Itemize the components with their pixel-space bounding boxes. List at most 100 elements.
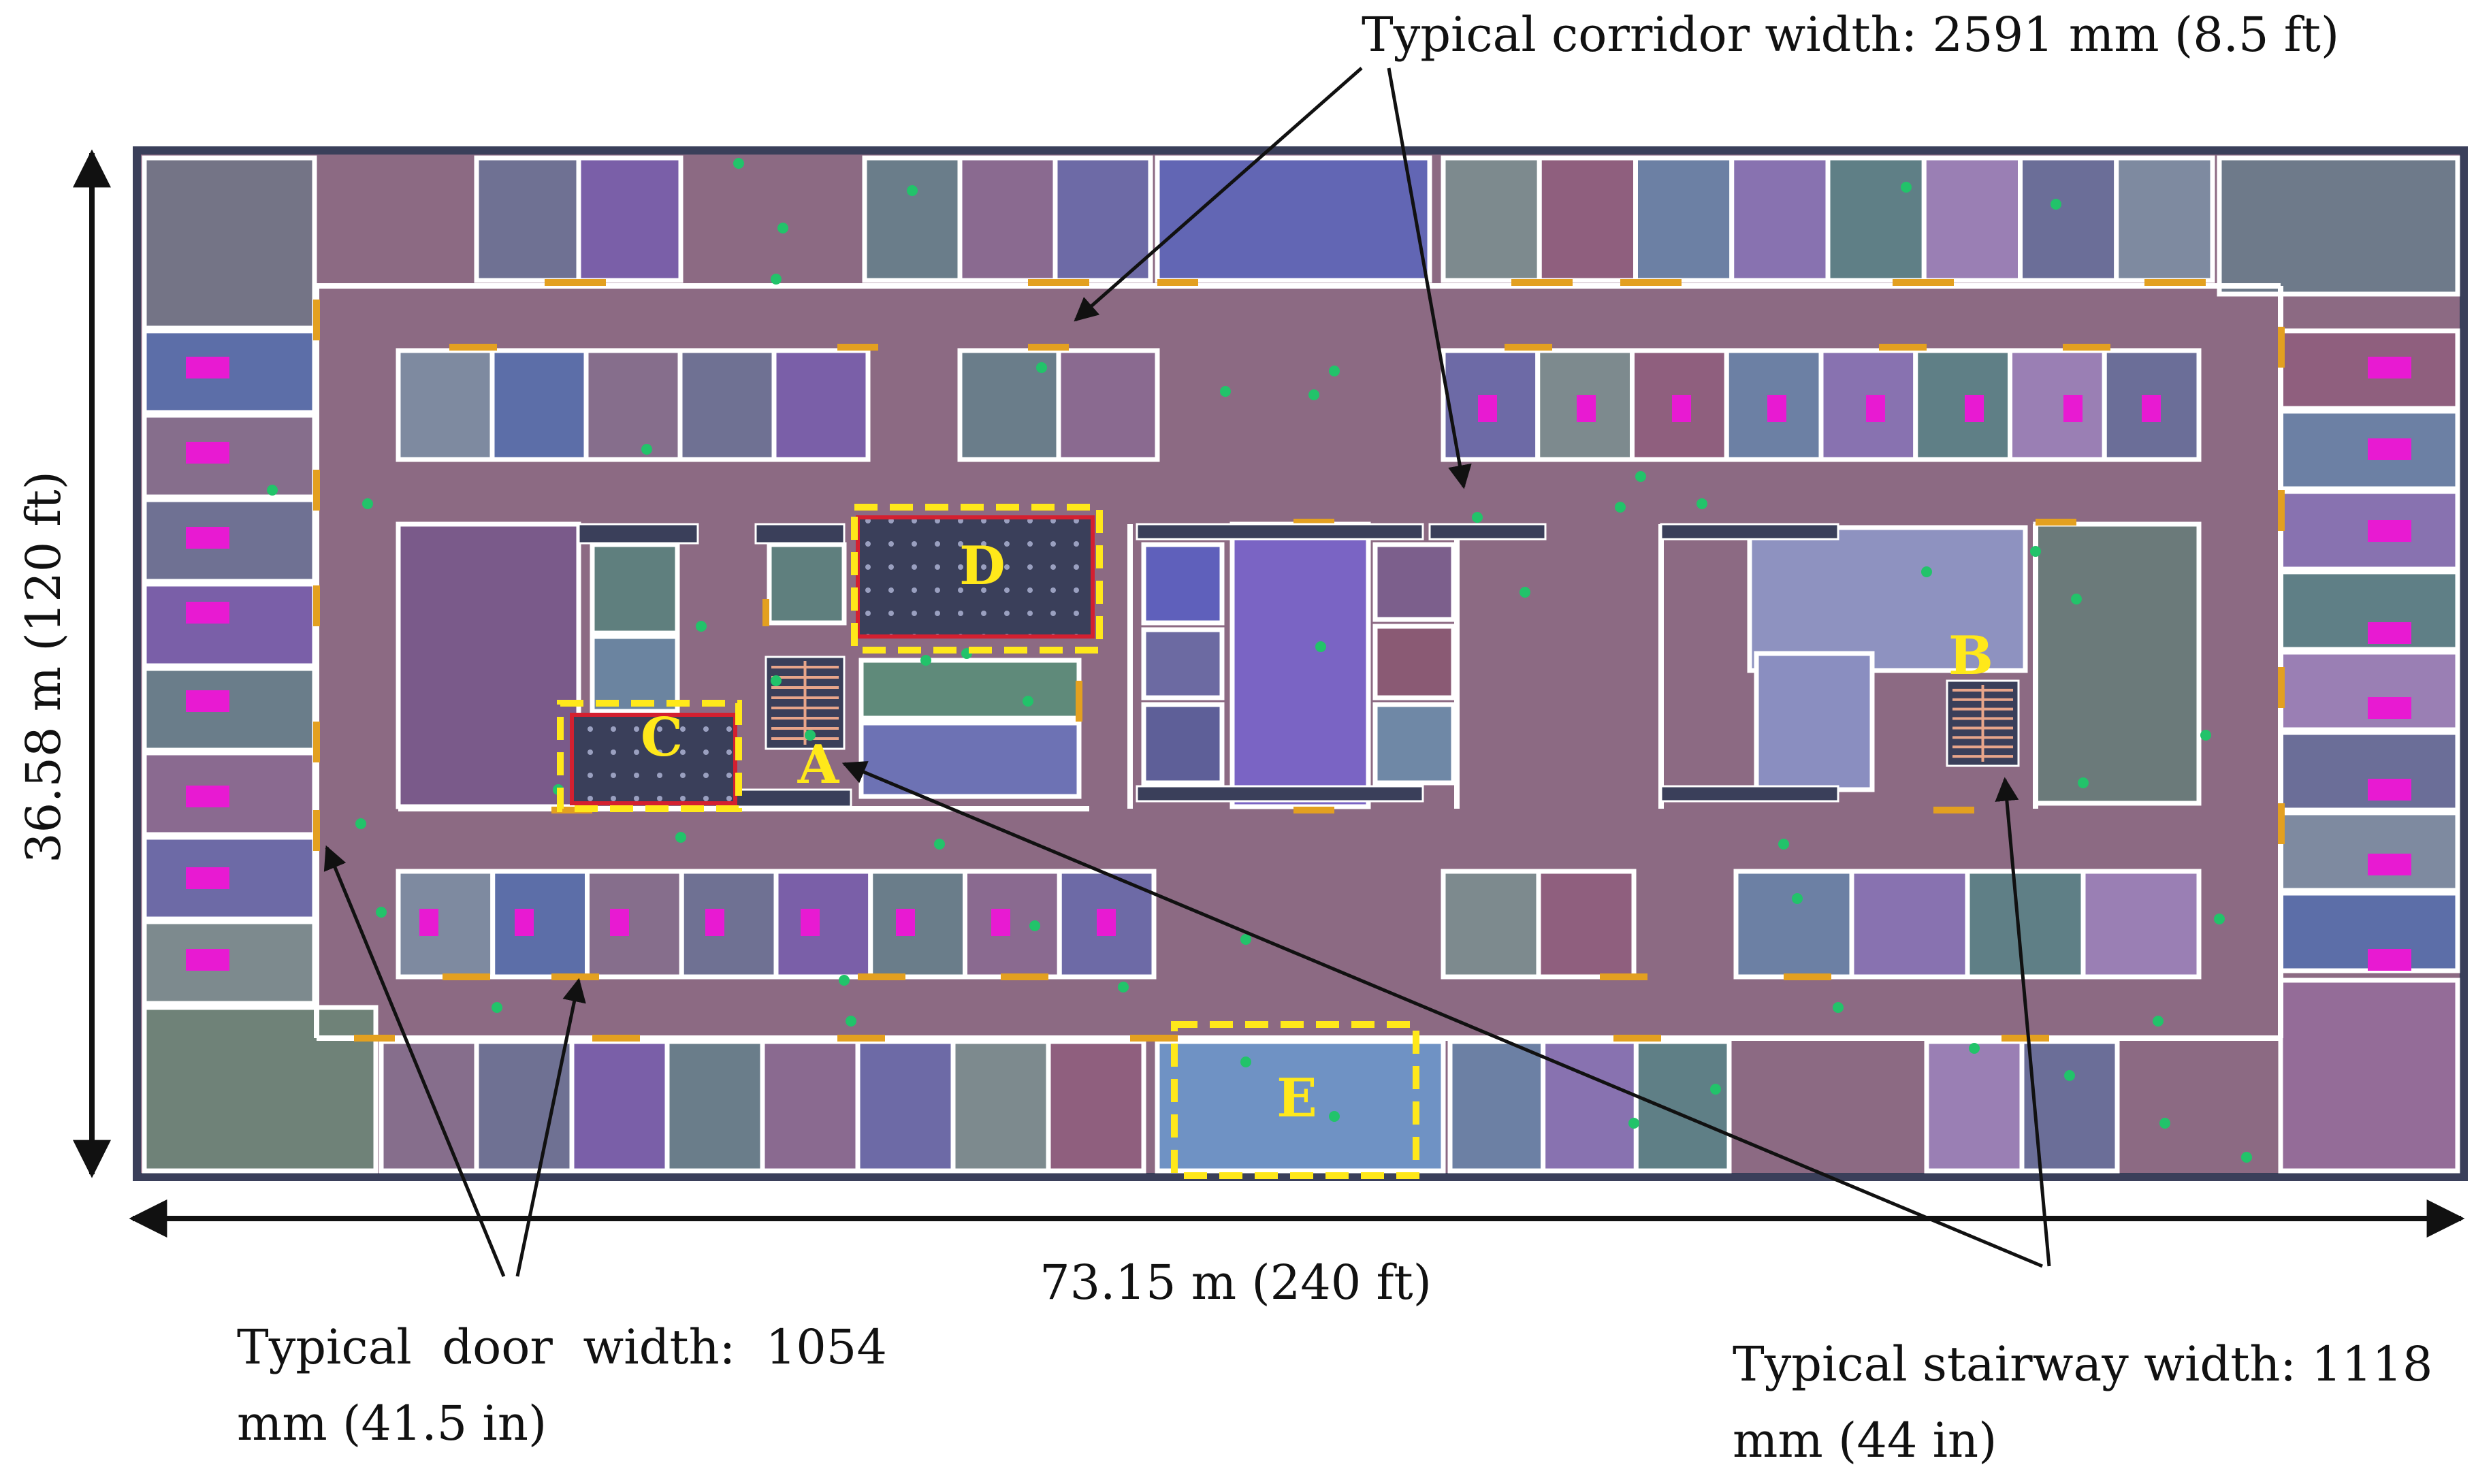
door-segment [1893,279,1954,286]
room [1372,702,1456,786]
room [858,720,1082,799]
zone-label-d: D [959,535,1006,597]
room [474,1039,575,1174]
room [1141,627,1225,700]
wall-strip [577,523,699,545]
pointer-arrow [841,761,2043,1268]
door-segment [837,1035,885,1042]
room [957,155,1058,283]
door-segment [1130,1035,1178,1042]
door-segment [1784,973,1831,980]
room [1372,624,1456,700]
door-segment [1620,279,1682,286]
room [1441,155,1542,283]
room [1046,1039,1146,1174]
room [2018,155,2119,283]
door-segment [837,344,878,351]
room [590,542,680,636]
agent-dot [1029,920,1040,931]
stair-width-label-line1: Typical stairway width: 1118 [1733,1336,2432,1392]
door-segment [1157,279,1198,286]
room [590,634,680,714]
agent-dot [839,975,850,986]
agent-dot [1833,1002,1844,1013]
room [583,348,683,462]
occupant-marker [2368,520,2411,542]
agent-dot [934,839,945,850]
door-segment [2144,279,2206,286]
room [1633,155,1735,283]
occupant-marker [186,602,229,624]
agent-dot [2214,914,2225,924]
door-segment [1511,279,1573,286]
details-layer [186,158,2411,1163]
room [1825,155,1927,283]
agent-dot [267,485,278,496]
agent-dot [907,185,918,196]
room [664,1039,765,1174]
room [868,869,967,980]
occupant-marker-small [1672,395,1691,422]
occupant-marker-small [610,909,629,936]
room [2008,348,2107,462]
room [585,869,684,980]
room [2033,521,2202,806]
occupant-marker-small [1866,395,1885,422]
room [773,869,873,980]
agent-dot [771,675,782,686]
agent-dot [1969,1043,1980,1054]
room [679,869,779,980]
door-segment [313,470,320,511]
room [1447,1039,1546,1174]
room [1372,542,1456,622]
wall-strip [754,523,846,545]
room [396,869,496,980]
door-segment [1293,807,1334,813]
occupant-marker [2368,438,2411,460]
occupant-marker-small [515,909,534,936]
room [862,155,963,283]
wall-strip [1136,523,1424,541]
room [855,1039,956,1174]
occupant-marker-small [705,909,724,936]
room [569,1039,670,1174]
occupant-marker-small [1965,395,1984,422]
door-segment [1028,344,1069,351]
door-segment [2036,519,2076,526]
door-segment [2278,803,2285,844]
zone-label-b: B [1948,625,1993,687]
door-segment [762,599,769,626]
room [858,658,1082,721]
room [1056,348,1160,462]
room [950,1039,1051,1174]
agent-dot [1220,386,1231,397]
height-dimension-label: 36.58 m (120 ft) [16,471,71,863]
occupant-marker [186,357,229,378]
door-segment [1505,344,1552,351]
zone-outline [851,504,1103,654]
room [1536,869,1637,980]
room [1924,1039,2025,1174]
room [2278,810,2460,893]
door-segment [443,973,490,980]
agent-dot [1036,362,1047,373]
room [1965,869,2086,980]
occupant-marker [186,527,229,549]
room [2080,869,2202,980]
zone-outline [1171,1021,1419,1179]
room [1913,348,2012,462]
wall-strip [1136,785,1424,803]
occupant-marker-small [801,909,820,936]
doors-layer [313,279,2285,1042]
agent-dot [1118,982,1129,993]
room [1052,155,1153,283]
occupant-marker [2368,357,2411,378]
agent-dot [1023,696,1033,707]
pointer-arrow [1995,777,2051,1267]
occupant-marker [2368,854,2411,875]
room [490,869,590,980]
agent-dot [641,444,652,455]
agent-dot [1635,471,1646,482]
room [142,1005,379,1174]
door-segment [313,585,320,626]
